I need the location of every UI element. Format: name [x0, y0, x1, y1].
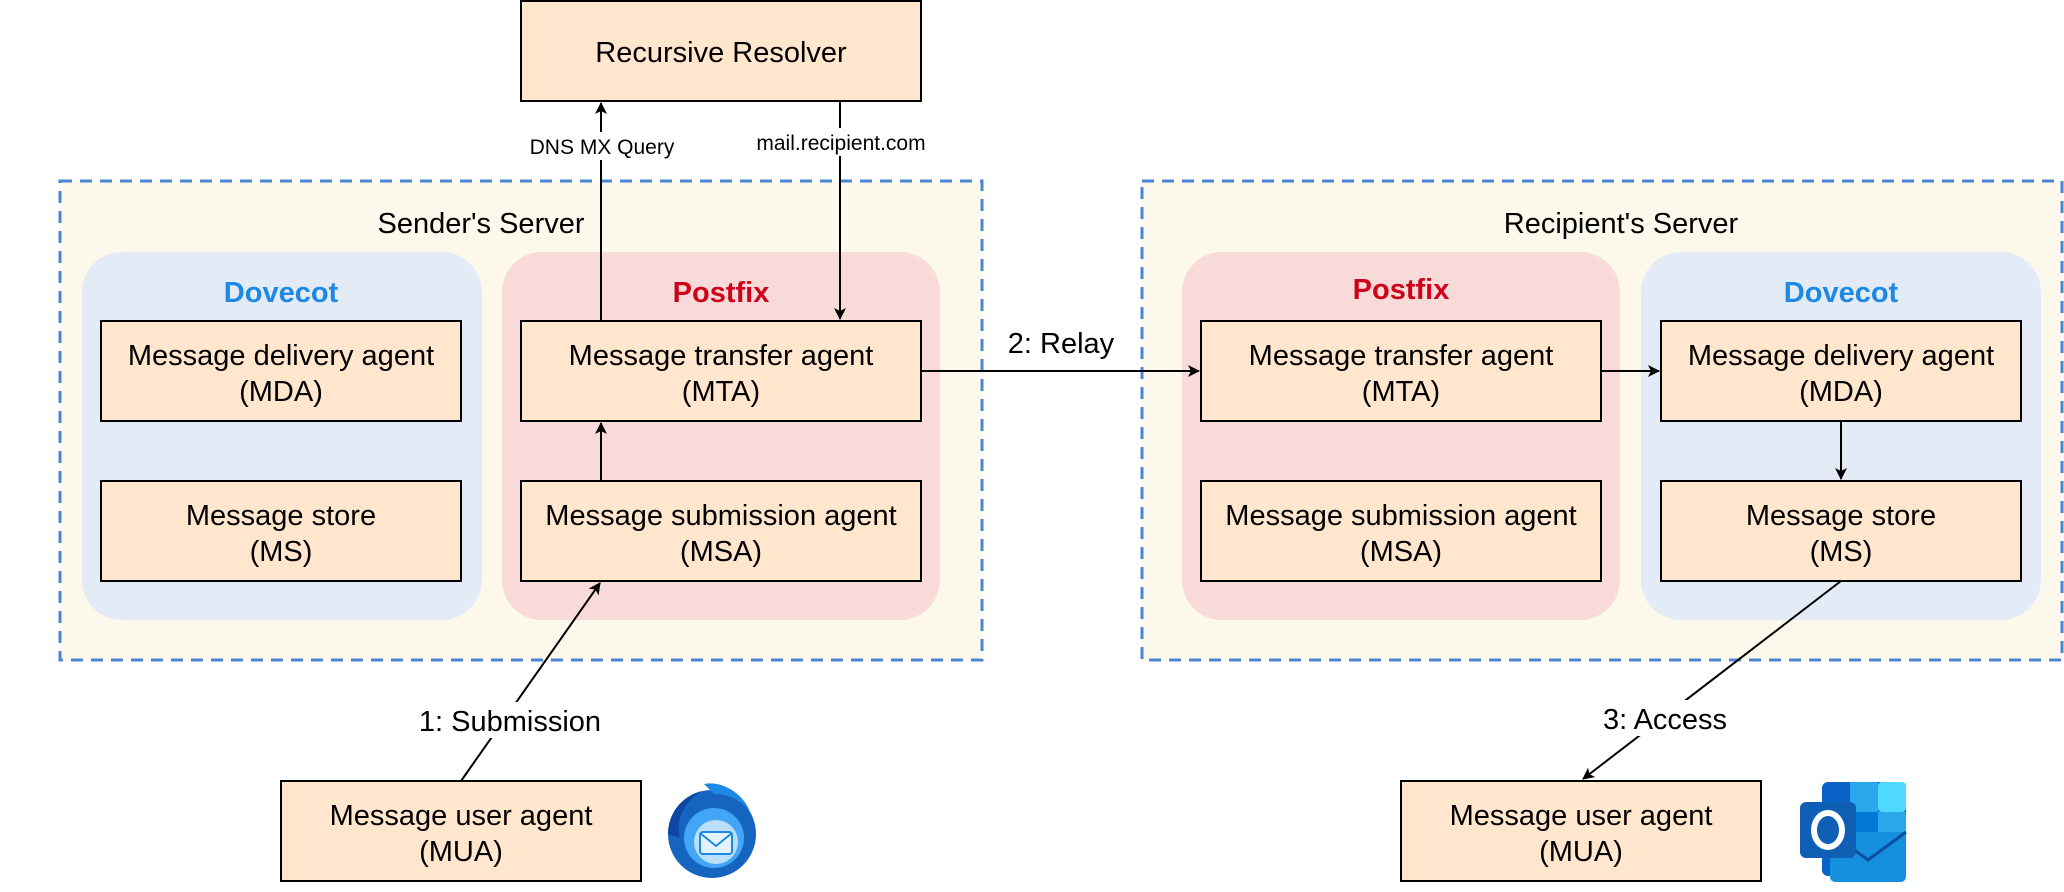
recipient-postfix-title: Postfix: [1353, 274, 1450, 306]
access-label: 3: Access: [1603, 704, 1727, 736]
recipient-ms-label: Message store: [1746, 500, 1936, 532]
sender-mta-box: Message transfer agent (MTA): [520, 320, 922, 422]
sender-ms-abbr: (MS): [250, 536, 313, 568]
sender-server: Sender's Server Dovecot Postfix Message …: [58, 179, 984, 662]
dns-query-label-group: DNS MX Query: [524, 132, 680, 160]
access-label-group: 3: Access: [1584, 700, 1746, 736]
sender-mta-label: Message transfer agent: [569, 340, 874, 372]
sender-mua-abbr: (MUA): [419, 836, 503, 868]
sender-msa-box: Message submission agent (MSA): [520, 480, 922, 582]
recipient-mua-abbr: (MUA): [1539, 836, 1623, 868]
submission-edge: [460, 582, 601, 782]
recipient-dovecot-title: Dovecot: [1784, 277, 1899, 309]
sender-mua-label: Message user agent: [330, 800, 593, 832]
submission-label: 1: Submission: [419, 706, 601, 738]
recipient-mua-label: Message user agent: [1450, 800, 1713, 832]
recipient-msa-box: Message submission agent (MSA): [1200, 480, 1602, 582]
dns-answer-label: mail.recipient.com: [756, 132, 925, 155]
recipient-ms-box: Message store (MS): [1660, 480, 2022, 582]
sender-postfix-title: Postfix: [673, 277, 770, 309]
recipient-msa-abbr: (MSA): [1360, 536, 1442, 568]
relay-label: 2: Relay: [1008, 328, 1115, 360]
recipient-mta-box: Message transfer agent (MTA): [1200, 320, 1602, 422]
dns-query-label: DNS MX Query: [530, 136, 675, 159]
recipient-mta-abbr: (MTA): [1362, 376, 1440, 408]
sender-server-title: Sender's Server: [377, 208, 584, 240]
recipient-server-title: Recipient's Server: [1504, 208, 1739, 240]
sender-dovecot-title: Dovecot: [224, 277, 339, 309]
recipient-mda-box: Message delivery agent (MDA): [1660, 320, 2022, 422]
recipient-server: Recipient's Server Postfix Dovecot Messa…: [1140, 179, 2064, 662]
sender-mda-box: Message delivery agent (MDA): [100, 320, 462, 422]
submission-label-group: 1: Submission: [412, 702, 608, 738]
thunderbird-icon: [667, 783, 756, 878]
recursive-resolver-box: Recursive Resolver: [520, 0, 922, 102]
recursive-resolver-label: Recursive Resolver: [595, 37, 847, 69]
sender-mta-abbr: (MTA): [682, 376, 760, 408]
sender-ms-label: Message store: [186, 500, 376, 532]
recipient-mua-box: Message user agent (MUA): [1400, 780, 1762, 882]
dns-answer-label-group: mail.recipient.com: [752, 128, 930, 156]
sender-msa-label: Message submission agent: [545, 500, 896, 532]
recipient-mda-label: Message delivery agent: [1688, 340, 1994, 372]
access-edge: [1582, 580, 1842, 780]
sender-mda-abbr: (MDA): [239, 376, 323, 408]
recipient-mda-abbr: (MDA): [1799, 376, 1883, 408]
recipient-mta-label: Message transfer agent: [1249, 340, 1554, 372]
recipient-msa-label: Message submission agent: [1225, 500, 1576, 532]
outlook-icon: [1800, 782, 1907, 882]
sender-msa-abbr: (MSA): [680, 536, 762, 568]
recipient-ms-abbr: (MS): [1810, 536, 1873, 568]
sender-mda-label: Message delivery agent: [128, 340, 434, 372]
sender-ms-box: Message store (MS): [100, 480, 462, 582]
sender-mua-box: Message user agent (MUA): [280, 780, 642, 882]
